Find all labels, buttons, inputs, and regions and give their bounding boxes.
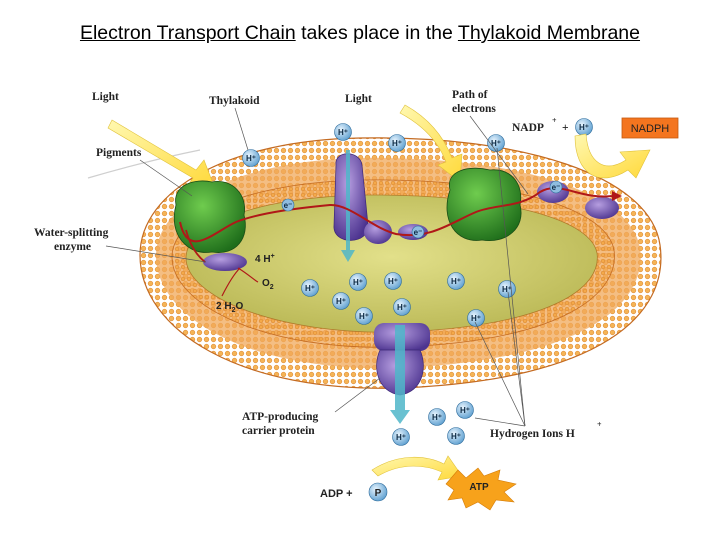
nadp-plus-sign: + — [562, 122, 569, 134]
photosystem-ii — [173, 180, 246, 253]
atp-carrier-leader — [334, 377, 381, 413]
water-enzyme-label-line2: enzyme — [54, 241, 91, 253]
water-enzyme-leader — [105, 245, 207, 263]
two-h2o-label: 2 H2O — [216, 301, 243, 314]
hydrogen-ion: H⁺ — [467, 309, 485, 327]
electron-marker: e⁻ — [411, 225, 425, 239]
svg-text:H⁺: H⁺ — [432, 413, 442, 422]
hydrogen-ion: H⁺ — [393, 298, 411, 316]
nadp-reductase — [585, 197, 619, 219]
water-enzyme-label-line1: Water-splitting — [34, 227, 109, 239]
svg-text:e⁻: e⁻ — [414, 228, 423, 237]
four-h-label: 4 H+ — [255, 253, 275, 265]
atp-starburst — [445, 467, 517, 511]
hydrogen-ion: H⁺ — [301, 279, 319, 297]
svg-text:H⁺: H⁺ — [491, 139, 501, 148]
hydrogen-ion: H⁺ — [498, 280, 516, 298]
path-leader — [469, 115, 529, 195]
svg-text:H⁺: H⁺ — [579, 123, 589, 132]
proton-channel-arrow — [341, 150, 355, 262]
svg-text:H⁺: H⁺ — [388, 277, 398, 286]
hydrogen-ion: H⁺ — [388, 134, 406, 152]
atp-synthase — [374, 323, 430, 424]
hydrogen-ion: H⁺ — [392, 428, 410, 446]
hydrogen-ions-sup: + — [597, 420, 602, 429]
light-label-left: Light — [92, 91, 119, 103]
hydrogen-ion: H⁺ — [384, 272, 402, 290]
svg-text:H⁺: H⁺ — [359, 312, 369, 321]
phosphate-circle — [368, 482, 388, 502]
nadph-label: NADPH — [631, 123, 670, 135]
svg-text:H⁺: H⁺ — [392, 139, 402, 148]
hydrogen-ion: H⁺ — [428, 408, 446, 426]
hydrogen-ions-label: Hydrogen Ions H — [490, 428, 575, 440]
svg-text:e⁻: e⁻ — [552, 183, 561, 192]
hydrogen-ion: H⁺ — [447, 427, 465, 445]
nadp-label: NADP — [512, 122, 544, 134]
svg-text:H⁺: H⁺ — [396, 433, 406, 442]
light-label-middle: Light — [345, 93, 372, 105]
svg-text:H⁺: H⁺ — [460, 406, 470, 415]
svg-text:H⁺: H⁺ — [397, 303, 407, 312]
slide-title: Electron Transport Chain takes place in … — [0, 22, 720, 45]
hydrogen-ion: H⁺ — [242, 149, 260, 167]
hydrogen-ion: H⁺ — [456, 401, 474, 419]
hydrogen-leaders — [474, 147, 526, 427]
svg-text:e⁻: e⁻ — [284, 201, 293, 210]
hydrogen-ion: H⁺ — [447, 272, 465, 290]
hydrogen-ion: H⁺ — [349, 273, 367, 291]
svg-text:H⁺: H⁺ — [338, 128, 348, 137]
hydrogen-ion: H⁺ — [355, 307, 373, 325]
pigments-label: Pigments — [96, 147, 142, 159]
thylakoid-leader — [234, 107, 249, 151]
svg-text:H⁺: H⁺ — [336, 297, 346, 306]
water-splitting-enzyme — [203, 253, 247, 271]
atp-carrier-label-line2: carrier protein — [242, 425, 315, 437]
electron-marker: e⁻ — [281, 198, 295, 212]
svg-text:H⁺: H⁺ — [353, 278, 363, 287]
electron-path-return — [185, 229, 206, 263]
phosphate-label: P — [375, 488, 382, 499]
hydrogen-ion: H⁺ — [332, 292, 350, 310]
water-arrow-o2 — [237, 267, 259, 283]
svg-text:H⁺: H⁺ — [451, 277, 461, 286]
path-label-line1: Path of — [452, 89, 488, 101]
nadph-box — [621, 117, 679, 139]
electron-arrowhead — [612, 191, 622, 201]
title-underlined-etc: Electron Transport Chain — [79, 22, 296, 44]
hydrogen-ion: H⁺ — [575, 118, 593, 136]
adp-label: ADP + — [320, 488, 353, 500]
o2-label: O2 — [262, 278, 274, 291]
thylakoid-label: Thylakoid — [209, 95, 260, 107]
svg-text:H⁺: H⁺ — [471, 314, 481, 323]
path-label-line2: electrons — [452, 103, 496, 115]
hydrogen-ion: H⁺ — [334, 123, 352, 141]
light-arrow-middle — [399, 104, 463, 183]
electron-path — [179, 187, 613, 243]
title-middle-text: takes place in the — [295, 22, 458, 44]
atp-label: ATP — [469, 482, 489, 493]
atp-carrier-label-line1: ATP-producing — [242, 411, 319, 423]
nadp-plus-sup: + — [552, 116, 557, 125]
title-underlined-thylakoid: Thylakoid Membrane — [457, 22, 641, 44]
cytochrome-complex — [333, 153, 392, 244]
svg-text:H⁺: H⁺ — [305, 284, 315, 293]
svg-text:H⁺: H⁺ — [502, 285, 512, 294]
photosystem-i — [446, 167, 522, 242]
svg-text:H⁺: H⁺ — [246, 154, 256, 163]
electron-marker: e⁻ — [549, 180, 563, 194]
stroma-curve — [87, 149, 201, 179]
svg-text:H⁺: H⁺ — [451, 432, 461, 441]
nadph-arrow — [574, 133, 651, 179]
pigments-leader — [139, 159, 193, 197]
atp-formation-arrow — [371, 455, 463, 481]
